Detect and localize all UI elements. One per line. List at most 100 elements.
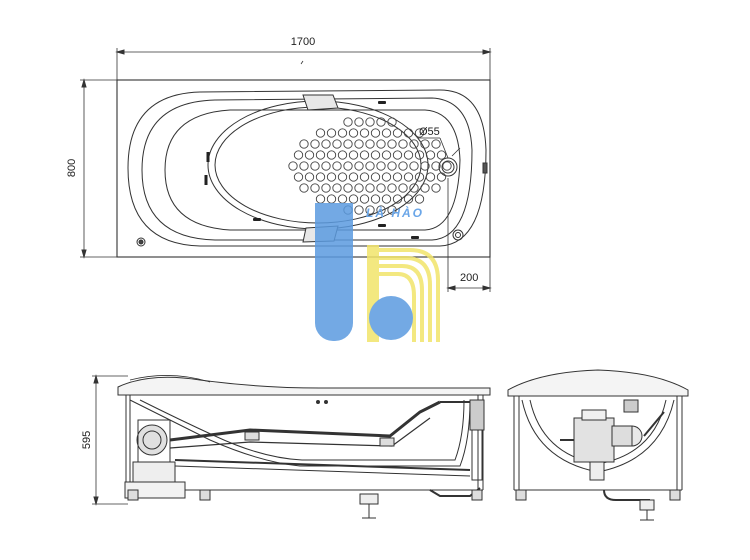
massage-hole: [293, 150, 304, 160]
massage-hole: [365, 139, 375, 149]
massage-hole: [420, 139, 430, 149]
massage-hole: [354, 205, 364, 215]
massage-hole: [332, 161, 342, 171]
massage-hole: [420, 161, 430, 171]
massage-hole: [414, 172, 425, 182]
massage-hole: [376, 205, 386, 215]
massage-hole: [392, 150, 403, 160]
massage-hole: [409, 161, 419, 171]
massage-hole: [403, 172, 414, 182]
massage-hole: [398, 161, 408, 171]
side-view: [92, 374, 491, 519]
massage-hole: [315, 194, 326, 204]
massage-hole: [343, 183, 353, 193]
massage-hole: [354, 183, 364, 193]
massage-hole: [293, 172, 304, 182]
brand-text: LÀ HÀO: [366, 205, 424, 220]
end-view: [507, 369, 689, 521]
massage-hole: [387, 117, 397, 127]
massage-hole: [315, 172, 326, 182]
massage-hole: [315, 150, 326, 160]
massage-hole: [431, 139, 441, 149]
massage-hole: [348, 194, 359, 204]
massage-hole: [398, 183, 408, 193]
massage-hole: [392, 128, 403, 138]
massage-hole: [431, 183, 441, 193]
massage-hole: [376, 161, 386, 171]
massage-hole: [304, 172, 315, 182]
massage-hole: [337, 150, 348, 160]
massage-hole: [354, 161, 364, 171]
massage-hole: [398, 139, 408, 149]
massage-hole: [332, 139, 342, 149]
massage-hole: [299, 161, 309, 171]
massage-hole: [354, 139, 364, 149]
massage-hole: [310, 139, 320, 149]
massage-hole: [376, 117, 386, 127]
massage-hole: [431, 161, 441, 171]
massage-hole: [436, 150, 447, 160]
massage-hole: [409, 139, 419, 149]
massage-hole: [442, 161, 452, 171]
massage-hole: [370, 172, 381, 182]
massage-hole: [376, 183, 386, 193]
massage-hole: [387, 139, 397, 149]
width-dimension: 800: [66, 159, 78, 177]
massage-hole: [409, 183, 419, 193]
massage-hole: [337, 128, 348, 138]
massage-hole: [414, 128, 425, 138]
massage-hole: [343, 117, 353, 127]
massage-hole: [403, 194, 414, 204]
massage-hole: [414, 150, 425, 160]
massage-hole: [343, 161, 353, 171]
massage-hole: [365, 117, 375, 127]
massage-hole: [354, 117, 364, 127]
massage-hole: [370, 150, 381, 160]
drain-diameter-label: Ø55: [419, 126, 440, 138]
massage-hole: [370, 194, 381, 204]
brand-watermark: [315, 203, 440, 342]
massage-hole: [326, 194, 337, 204]
length-dimension: 1700: [291, 36, 315, 48]
massage-hole: [310, 161, 320, 171]
massage-hole: [381, 172, 392, 182]
massage-hole: [315, 128, 326, 138]
drain-offset-dimension: 200: [460, 272, 478, 284]
massage-hole: [321, 139, 331, 149]
massage-hole: [425, 172, 436, 182]
height-dimension: 595: [81, 431, 93, 449]
massage-hole: [387, 183, 397, 193]
massage-hole: [337, 172, 348, 182]
massage-hole: [387, 205, 397, 215]
massage-hole: [381, 194, 392, 204]
massage-hole: [299, 139, 309, 149]
massage-hole: [304, 150, 315, 160]
massage-hole: [326, 172, 337, 182]
massage-hole: [326, 150, 337, 160]
massage-hole: [348, 172, 359, 182]
massage-hole: [381, 128, 392, 138]
massage-hole: [326, 128, 337, 138]
massage-hole: [332, 183, 342, 193]
massage-hole: [381, 150, 392, 160]
massage-hole: [310, 183, 320, 193]
massage-hole: [359, 128, 370, 138]
massage-hole: [359, 194, 370, 204]
massage-hole: [337, 194, 348, 204]
massage-hole: [299, 183, 309, 193]
massage-hole: [365, 161, 375, 171]
massage-hole: [425, 150, 436, 160]
massage-hole: [392, 172, 403, 182]
massage-hole: [414, 194, 425, 204]
massage-hole: [370, 128, 381, 138]
massage-hole-grid: [288, 117, 452, 215]
massage-hole: [359, 150, 370, 160]
massage-hole: [321, 183, 331, 193]
massage-hole: [403, 128, 414, 138]
massage-hole: [343, 139, 353, 149]
massage-hole: [392, 194, 403, 204]
massage-hole: [376, 139, 386, 149]
massage-hole: [365, 205, 375, 215]
massage-hole: [348, 128, 359, 138]
